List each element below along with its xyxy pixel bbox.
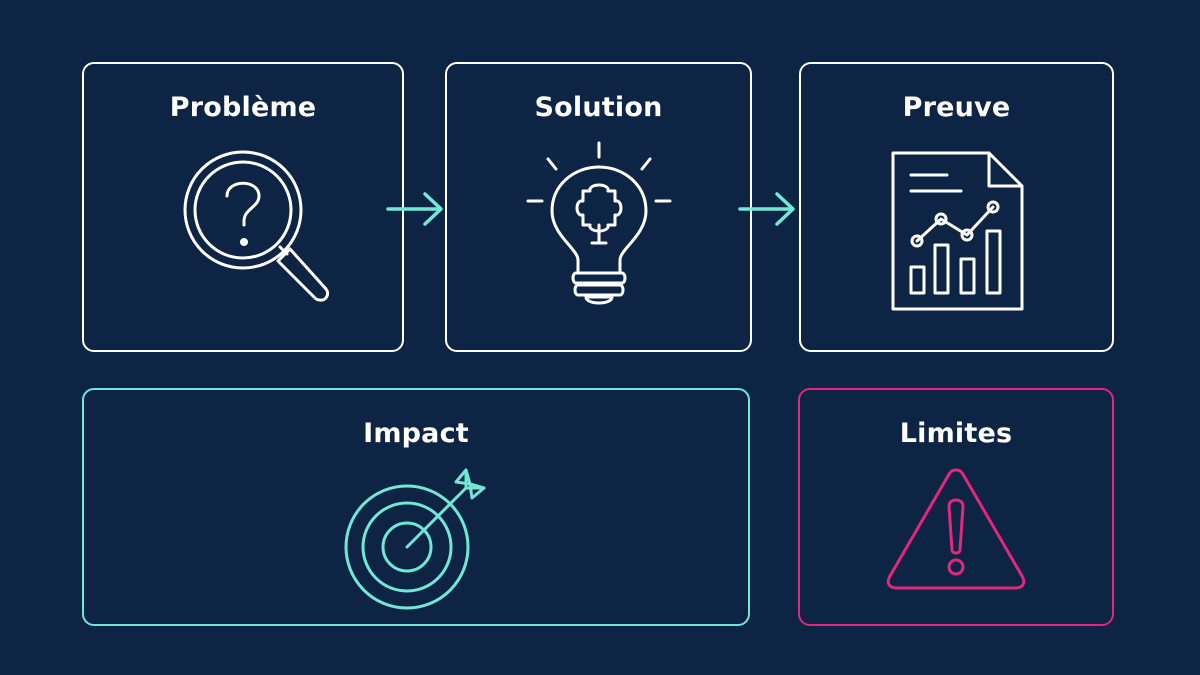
arrow-probleme-to-solution — [386, 192, 443, 226]
warning-triangle-icon — [886, 468, 1026, 590]
limites-label: Limites — [899, 418, 1013, 449]
probleme-card: Problème — [82, 62, 404, 352]
probleme-label: Problème — [169, 92, 317, 123]
report-chart-icon — [891, 151, 1024, 311]
magnifier-question-icon — [183, 150, 330, 302]
preuve-card: Preuve — [799, 62, 1114, 352]
impact-card: Impact — [82, 388, 750, 626]
target-arrow-icon — [344, 468, 486, 610]
impact-label: Impact — [363, 418, 469, 449]
lightbulb-puzzle-icon — [526, 141, 672, 305]
limites-card: Limites — [798, 388, 1114, 626]
solution-label: Solution — [534, 92, 663, 123]
solution-card: Solution — [445, 62, 752, 352]
arrow-solution-to-preuve — [738, 192, 795, 226]
preuve-label: Preuve — [902, 92, 1011, 123]
